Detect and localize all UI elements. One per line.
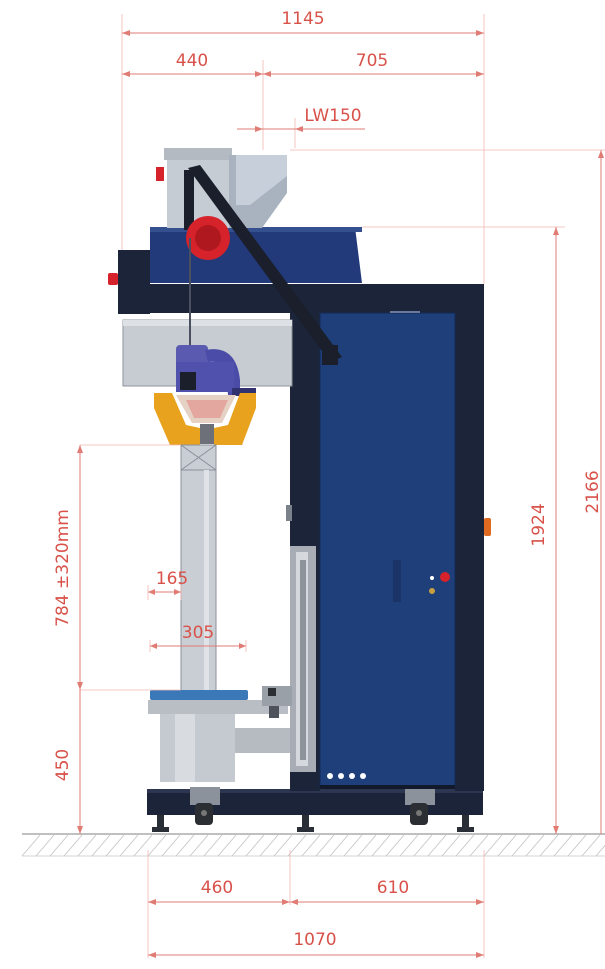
dim-bottom-height: 450 — [53, 749, 73, 781]
side-button — [484, 518, 491, 536]
dim-height-total: 2166 — [583, 470, 603, 513]
machine-body — [108, 148, 491, 832]
dim-top-left: 440 — [176, 51, 208, 71]
dim-height-frame: 1924 — [529, 503, 549, 546]
dim-inlet: LW150 — [304, 106, 361, 126]
door-lock — [440, 572, 450, 582]
dim-base-total: 1070 — [293, 930, 336, 950]
dim-top-total: 1145 — [281, 9, 324, 29]
leveling-feet — [152, 813, 474, 832]
dimension-labels: 1145 440 705 LW150 1924 2166 784 ±320mm … — [53, 9, 603, 950]
ground-hatch — [21, 833, 605, 857]
bag-clamp — [154, 393, 256, 445]
fill-valve — [176, 345, 256, 396]
dim-fill-height: 784 ±320mm — [53, 509, 73, 627]
inlet-chute — [156, 148, 287, 228]
left-knob — [108, 273, 118, 285]
dim-spout-width: 165 — [156, 569, 188, 589]
castor-wheels — [190, 787, 435, 825]
diagonal-arm — [188, 165, 342, 362]
dimension-lines — [77, 14, 605, 958]
indicator-dots — [327, 773, 366, 779]
door-panel — [320, 313, 455, 787]
dim-base-left: 460 — [201, 878, 233, 898]
dim-top-right: 705 — [356, 51, 388, 71]
dim-clamp-width: 305 — [182, 623, 214, 643]
weighing-platform — [148, 686, 292, 782]
dim-base-right: 610 — [377, 878, 409, 898]
red-balancer — [184, 170, 230, 345]
